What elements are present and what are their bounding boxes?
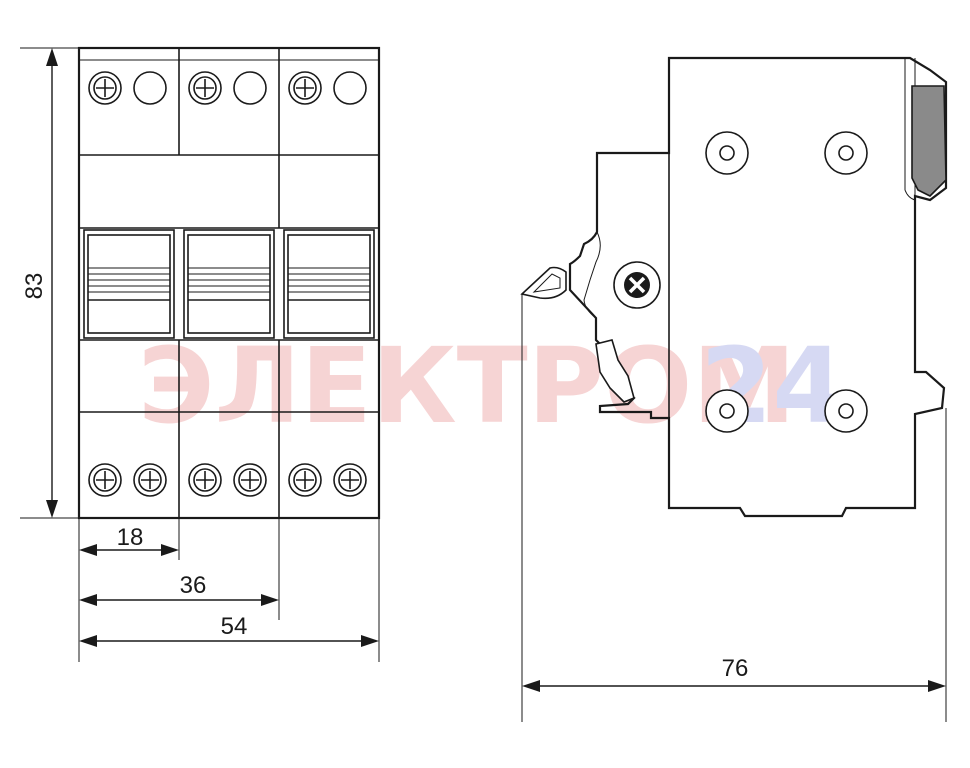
mounting-hole-icon [705,389,749,433]
pivot-screw-icon [613,261,661,309]
arrow-icon [522,680,540,692]
terminal-hole-icon [233,71,267,105]
screw-icon [88,71,122,105]
terminal-hole-icon [133,71,167,105]
screw-icon [133,463,167,497]
toggle-levers [83,229,375,339]
contour-line [583,231,601,319]
din-hook [520,266,567,300]
front-dimensions: 83 18 36 54 [20,47,380,662]
toggle-lever [83,229,175,339]
side-view [520,56,948,518]
arrow-icon [79,635,97,647]
screw-icon [88,463,122,497]
terminal-hole-icon [333,71,367,105]
contour-line [904,58,916,201]
toggle-lever [183,229,275,339]
front-body-outline [77,46,381,520]
mounting-hole-icon [705,131,749,175]
screw-icon [288,71,322,105]
side-dimensions: 76 [521,294,947,722]
arrow-icon [361,635,379,647]
arrow-icon [261,594,279,606]
screw-icon [288,463,322,497]
arrow-icon [161,544,179,556]
dimension-label-54: 54 [221,613,248,640]
toggle-lever [283,229,375,339]
dimension-label-18: 18 [117,524,144,551]
lower-hook [595,339,635,403]
dimension-label-76: 76 [722,655,749,682]
mounting-hole-icon [824,131,868,175]
dimension-label-height: 83 [21,273,48,300]
screw-icon [233,463,267,497]
top-terminals [88,71,367,105]
arrow-icon [79,594,97,606]
screw-icon [188,71,222,105]
din-latch [911,85,947,197]
din-hook-slot [532,273,561,293]
screw-icon [333,463,367,497]
arrow-icon [46,48,58,66]
mounting-hole-icon [824,389,868,433]
watermark-main: ЭЛЕКТРОМ [138,325,796,447]
arrow-icon [46,500,58,518]
arrow-icon [79,544,97,556]
screw-icon [188,463,222,497]
dimension-label-36: 36 [180,572,207,599]
arrow-icon [928,680,946,692]
front-view [77,46,381,520]
bottom-terminals [88,463,367,497]
watermark: ЭЛЕКТРОМ 24 [138,325,845,447]
